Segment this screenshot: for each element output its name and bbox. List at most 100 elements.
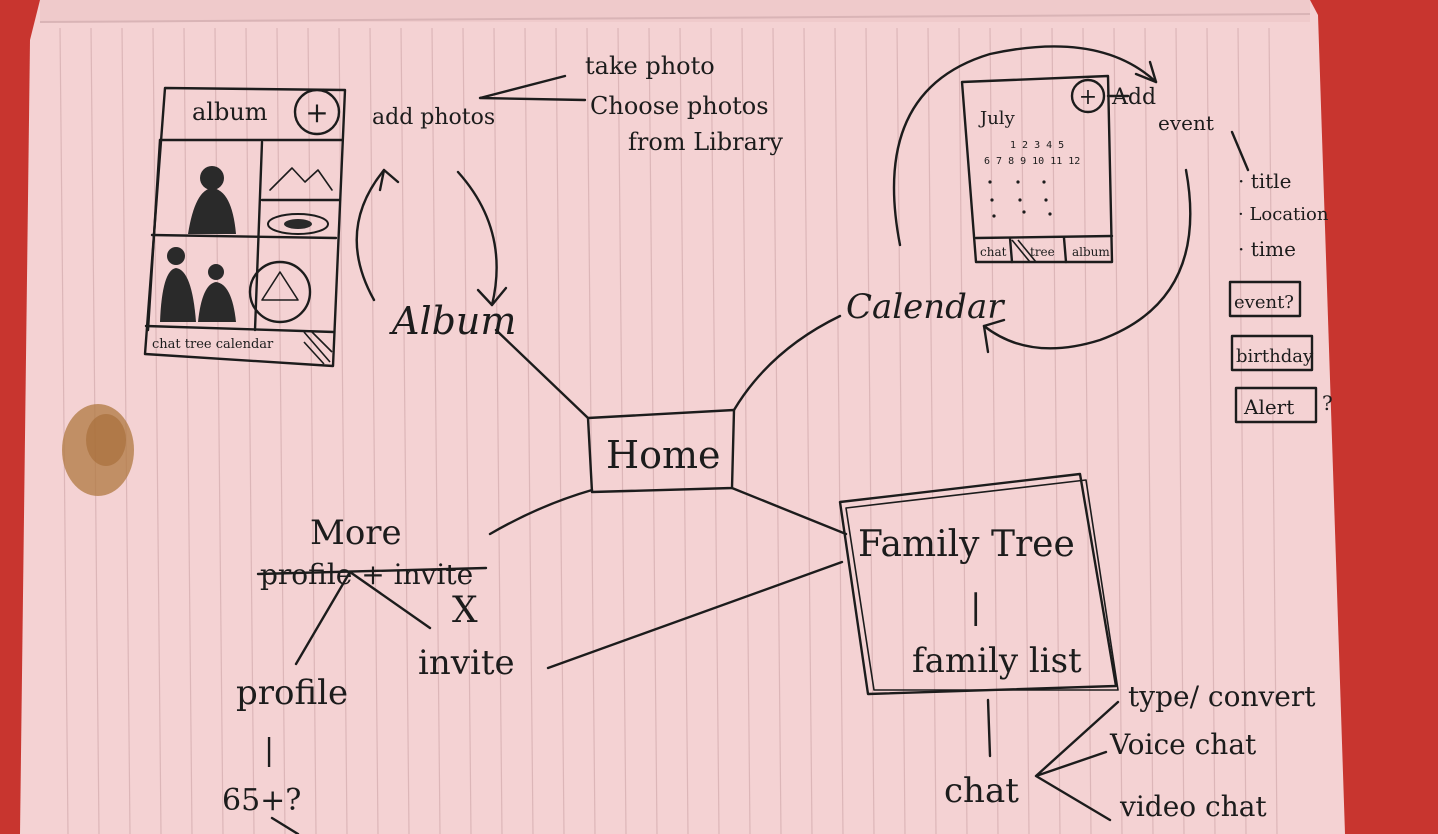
album-sketch-header: album bbox=[192, 98, 268, 126]
ruled-line bbox=[1206, 27, 1216, 834]
ruled-line bbox=[989, 27, 999, 834]
invite-node-label[interactable]: invite bbox=[418, 643, 515, 683]
cross-mark: X bbox=[452, 590, 478, 631]
ruled-line bbox=[152, 27, 162, 834]
ruled-line bbox=[710, 27, 720, 834]
album-add-icon[interactable] bbox=[293, 88, 341, 136]
ruled-line bbox=[1144, 27, 1154, 834]
ruled-line bbox=[1020, 27, 1030, 834]
ruled-lines bbox=[59, 27, 1278, 834]
ruled-line bbox=[524, 27, 534, 834]
calendar-node-label[interactable]: Calendar bbox=[846, 287, 1005, 327]
profile-divider: | bbox=[264, 733, 274, 768]
ruled-line bbox=[1175, 27, 1185, 834]
take-photo-option: take photo bbox=[585, 52, 715, 80]
ruled-line bbox=[617, 27, 627, 834]
coffee-stain bbox=[62, 404, 134, 496]
ruled-line bbox=[865, 27, 875, 834]
ruled-line bbox=[927, 27, 937, 834]
ruled-line bbox=[803, 27, 813, 834]
ruled-line bbox=[741, 27, 751, 834]
album-plus-glyph: + bbox=[305, 96, 328, 129]
more-node-label[interactable]: More bbox=[310, 513, 402, 553]
event-type-box[interactable] bbox=[1228, 280, 1302, 318]
event-field-title: · title bbox=[1238, 169, 1291, 193]
ruled-line bbox=[1237, 27, 1247, 834]
ruled-line bbox=[338, 27, 348, 834]
calendar-tab-chat: chat bbox=[980, 245, 1007, 259]
ruled-line bbox=[307, 27, 317, 834]
type-convert-option: type/ convert bbox=[1128, 680, 1316, 713]
event-field-location: · Location bbox=[1238, 204, 1329, 225]
add-event-label-1: Add bbox=[1111, 85, 1156, 110]
birthday-type-label: birthday bbox=[1236, 346, 1314, 367]
album-node-label[interactable]: Album bbox=[389, 299, 516, 343]
album-sketch-tabs: chat tree calendar bbox=[152, 337, 274, 352]
video-chat-option: video chat bbox=[1119, 790, 1267, 823]
chat-node-label[interactable]: chat bbox=[944, 771, 1019, 811]
profile-node-label[interactable]: profile bbox=[236, 673, 348, 713]
more-home-connector bbox=[488, 488, 594, 536]
calendar-date-grid: 1 2 3 4 5 6 7 8 9 10 11 12 bbox=[984, 140, 1080, 218]
alert-question-mark: ? bbox=[1322, 391, 1333, 415]
calendar-month: July bbox=[978, 108, 1016, 129]
svg-text:1 2 3 4 5: 1 2 3 4 5 bbox=[1010, 140, 1064, 151]
ruled-line bbox=[679, 27, 689, 834]
ruled-line bbox=[648, 27, 658, 834]
svg-text:6 7 8 9 10 11 12: 6 7 8 9 10 11 12 bbox=[984, 156, 1080, 167]
age-question-label: 65+? bbox=[222, 783, 301, 818]
ruled-line bbox=[462, 27, 472, 834]
choose-photos-option: Choose photos bbox=[590, 92, 769, 120]
voice-chat-option: Voice chat bbox=[1109, 728, 1257, 761]
event-type-label: event? bbox=[1234, 292, 1294, 313]
calendar-add-icon[interactable] bbox=[1070, 78, 1106, 114]
invite-family-connector bbox=[546, 560, 844, 670]
ruled-line bbox=[896, 27, 906, 834]
home-node[interactable]: Home bbox=[586, 408, 736, 494]
calendar-tab-tree: tree bbox=[1030, 245, 1055, 259]
home-label: Home bbox=[606, 433, 721, 477]
birthday-type-box[interactable] bbox=[1230, 334, 1314, 372]
family-divider: | bbox=[970, 587, 981, 627]
ruled-line bbox=[834, 27, 844, 834]
family-home-connector bbox=[730, 486, 848, 536]
ruled-line bbox=[59, 27, 69, 834]
ruled-line bbox=[369, 27, 379, 834]
ruled-line bbox=[245, 27, 255, 834]
family-tree-title: Family Tree bbox=[858, 524, 1075, 565]
album-home-connector bbox=[494, 328, 590, 420]
ruled-line bbox=[400, 27, 410, 834]
notebook-page bbox=[20, 0, 1345, 834]
alert-type-label: Alert bbox=[1243, 395, 1294, 419]
person-photo-thumbnail bbox=[188, 166, 236, 234]
ruled-line bbox=[214, 27, 224, 834]
add-event-label-2: event bbox=[1158, 111, 1214, 135]
calendar-home-connector bbox=[732, 314, 842, 412]
ruled-line bbox=[1051, 27, 1061, 834]
landscape-photo-thumbnail bbox=[267, 213, 329, 235]
ruled-line bbox=[1268, 27, 1278, 834]
ruled-line bbox=[958, 27, 968, 834]
calendar-tab-album: album bbox=[1072, 245, 1110, 259]
ruled-line bbox=[276, 27, 286, 834]
ruled-line bbox=[586, 27, 596, 834]
family-tree-node[interactable]: Family Tree | family list bbox=[838, 472, 1119, 696]
group-photo-thumbnail bbox=[160, 247, 236, 322]
ruled-line bbox=[183, 27, 193, 834]
add-photos-label: add photos bbox=[372, 105, 495, 130]
from-library-option: from Library bbox=[628, 128, 783, 156]
mountain-photo-thumbnail bbox=[269, 167, 333, 191]
calendar-plus-glyph: + bbox=[1079, 85, 1097, 110]
circle-photo-thumbnail bbox=[248, 260, 312, 324]
ruled-line bbox=[1082, 27, 1092, 834]
calendar-sketch: July 1 2 3 4 5 6 7 8 9 10 11 12 + chat t… bbox=[960, 74, 1114, 264]
family-list-subtitle: family list bbox=[912, 641, 1082, 681]
ruled-line bbox=[493, 27, 503, 834]
alert-type-box[interactable] bbox=[1234, 386, 1318, 424]
ruled-line bbox=[772, 27, 782, 834]
crossed-out-profile-invite: profile + invite bbox=[260, 558, 473, 591]
event-field-time: · time bbox=[1238, 237, 1296, 261]
album-sketch: + album chat tree calendar bbox=[143, 86, 347, 368]
ruled-line bbox=[431, 27, 441, 834]
